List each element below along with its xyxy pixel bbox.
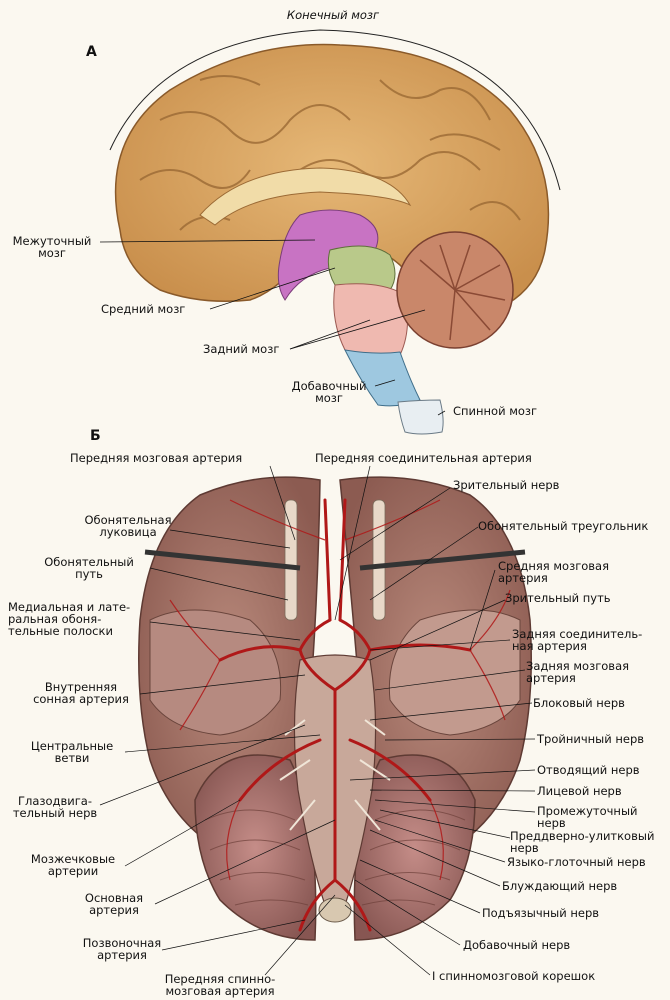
label-trigeminal-nerve: Тройничный нерв xyxy=(537,732,645,746)
corpus-callosum xyxy=(199,167,412,226)
olfactory-tract-right xyxy=(372,499,386,621)
label-anterior-spinal-artery: Передняя спинно- мозговая артерия xyxy=(164,972,276,998)
label-intermediate-nerve: Промежуточный нерв xyxy=(537,804,638,830)
arbor-vitae xyxy=(419,244,506,341)
label-posterior-communicating-artery: Задняя соединитель- ная артерия xyxy=(512,627,643,653)
label-accessory-brain: Добавочный мозг xyxy=(291,379,367,405)
label-hindbrain: Задний мозг xyxy=(203,342,280,356)
temporal-lobe-left xyxy=(149,609,282,736)
label-central-branches: Центральные ветви xyxy=(30,739,114,765)
label-posterior-cerebral-artery: Задняя мозговая артерия xyxy=(526,659,630,685)
retractor-left xyxy=(144,549,301,571)
label-trochlear-nerve: Блоковый нерв xyxy=(533,696,625,710)
small-vessels xyxy=(169,499,511,881)
label-spinal-cord: Спинной мозг xyxy=(453,404,538,418)
label-cerebellar-arteries: Мозжечковые артерии xyxy=(30,852,116,878)
label-anterior-cerebral-artery: Передняя мозговая артерия xyxy=(70,451,243,465)
gyri-pattern xyxy=(139,75,521,231)
label-first-spinal-root: I спинномозговой корешок xyxy=(432,969,596,983)
label-olfactory-tract: Обонятельный путь xyxy=(44,555,134,581)
label-vertebral-artery: Позвоночная артерия xyxy=(82,936,162,962)
telencephalon-bracket xyxy=(109,29,561,191)
label-olfactory-triangle: Обонятельный треугольник xyxy=(478,519,649,533)
panel-label-a: А xyxy=(86,44,97,60)
label-abducens-nerve: Отводящий нерв xyxy=(537,763,640,777)
label-midbrain: Средний мозг xyxy=(101,302,186,316)
top-leader-lines xyxy=(99,239,446,416)
label-anterior-communicating-artery: Передняя соединительная артерия xyxy=(315,451,532,465)
label-oculomotor-nerve: Глазодвига- тельный нерв xyxy=(12,794,98,820)
spinal-cord-cut xyxy=(318,897,352,923)
label-optic-nerve: Зрительный нерв xyxy=(453,478,560,492)
label-telencephalon: Конечный мозг xyxy=(286,8,380,22)
label-internal-carotid-artery: Внутренняя сонная артерия xyxy=(33,680,129,706)
cranial-nerves xyxy=(279,719,391,831)
label-basilar-artery: Основная артерия xyxy=(84,891,144,917)
bottom-leader-lines-right xyxy=(334,465,536,976)
label-hypoglossal-nerve: Подъязычный нерв xyxy=(482,906,600,920)
retractor-right xyxy=(359,549,526,571)
label-olfactory-stripes: Медиальная и лате- ральная обоня- тельны… xyxy=(8,600,131,638)
label-facial-nerve: Лицевой нерв xyxy=(537,784,622,798)
label-olfactory-bulb: Обонятельная луковица xyxy=(84,513,172,539)
olfactory-tract-left xyxy=(284,499,298,621)
label-vestibulocochlear-nerve: Преддверно-улитковый нерв xyxy=(510,829,655,855)
cerebellum-base-right xyxy=(353,754,476,941)
label-accessory-nerve: Добавочный нерв xyxy=(463,938,571,952)
label-diencephalon: Межуточный мозг xyxy=(12,234,92,260)
bottom-leader-lines-left xyxy=(99,465,336,976)
label-vagus-nerve: Блуждающий нерв xyxy=(502,879,618,893)
label-optic-tract: Зрительный путь xyxy=(505,591,611,605)
cerebellum-base-left xyxy=(194,754,317,941)
cerebellar-folia xyxy=(204,809,466,906)
panel-label-b: Б xyxy=(90,428,101,444)
label-middle-cerebral-artery: Средняя мозговая артерия xyxy=(498,559,610,585)
label-glossopharyngeal-nerve: Языко-глоточный нерв xyxy=(507,855,646,869)
spinal-cord-region xyxy=(397,399,444,435)
